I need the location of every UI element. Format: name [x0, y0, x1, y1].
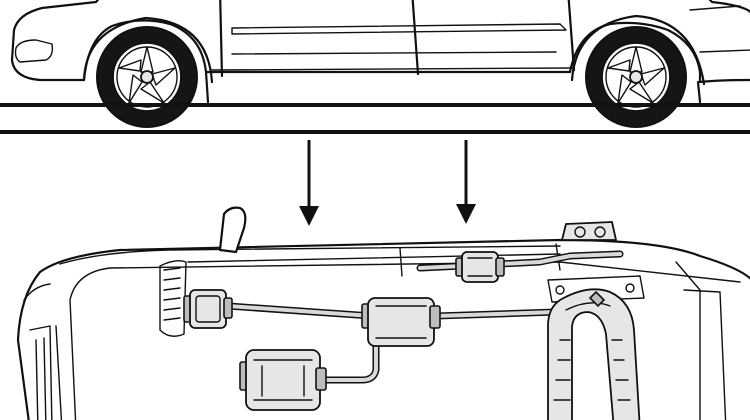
sill-line: [231, 51, 557, 55]
engine-bay-edge: [159, 259, 187, 337]
rear-muffler: [455, 251, 505, 283]
rear-panel: [683, 289, 727, 420]
car-underbody-view: [16, 206, 750, 420]
car-side-view: [0, 0, 750, 128]
front-door-line: [219, 0, 224, 78]
rear-trim: [689, 5, 741, 11]
engine-bay-mesh: [163, 267, 181, 321]
rear-mud-flap: [696, 80, 702, 104]
rear-wheel: [585, 26, 687, 128]
sill-lower: [211, 67, 573, 71]
resonator: [361, 297, 441, 347]
front-grille: [23, 283, 63, 420]
down-arrow-right: [456, 140, 476, 224]
rear-door-line: [567, 0, 576, 72]
rear-bumper-edge: [675, 261, 701, 420]
mount-bracket: [547, 275, 645, 303]
floor-pan: [69, 261, 741, 420]
tailpipe-assembly: [547, 288, 641, 420]
lower-muffler: [239, 349, 327, 411]
catalytic-converter: [183, 289, 233, 329]
fuel-filler: [561, 221, 617, 241]
rear-wheel-arch: [570, 14, 706, 86]
middle-door-line: [411, 0, 420, 76]
side-moulding: [231, 23, 567, 35]
seam-mid: [399, 247, 403, 277]
side-mirror: [218, 206, 247, 254]
headlight: [14, 39, 54, 63]
rear-bumper-line: [699, 49, 750, 53]
down-arrow-left: [299, 140, 319, 226]
front-wheel-arch: [82, 16, 214, 84]
front-mud-flap: [204, 70, 210, 104]
front-wheel: [96, 26, 198, 128]
car-body-side: [10, 0, 750, 84]
roof-edge: [59, 245, 561, 265]
